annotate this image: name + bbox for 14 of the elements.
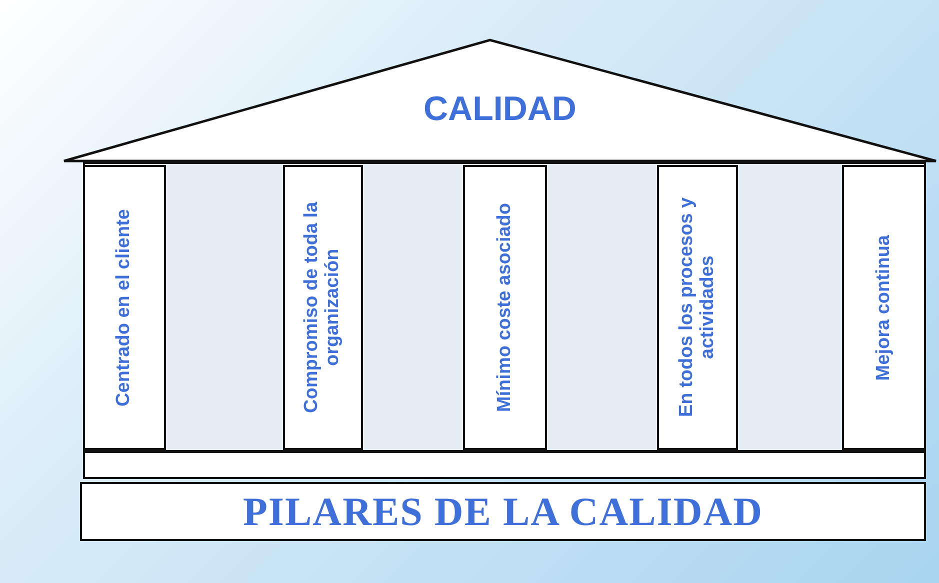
base-title: PILARES DE LA CALIDAD	[243, 488, 763, 535]
pillar-label: Compromiso de toda la organización	[302, 200, 344, 416]
step-bar	[83, 451, 926, 479]
pillar-label: Centrado en el cliente	[114, 208, 135, 406]
pillar-label: En todos los procesos y actividades	[676, 196, 718, 420]
roof-title: CALIDAD	[424, 90, 576, 128]
pillar	[283, 165, 363, 450]
pillar	[842, 165, 926, 450]
pillar-label: Mejora continua	[874, 234, 894, 380]
pillar	[463, 165, 547, 450]
pillar-label: Mínimo coste asociado	[494, 202, 516, 412]
base-plinth	[80, 482, 926, 541]
pillar	[657, 165, 738, 450]
pillar	[83, 165, 166, 450]
